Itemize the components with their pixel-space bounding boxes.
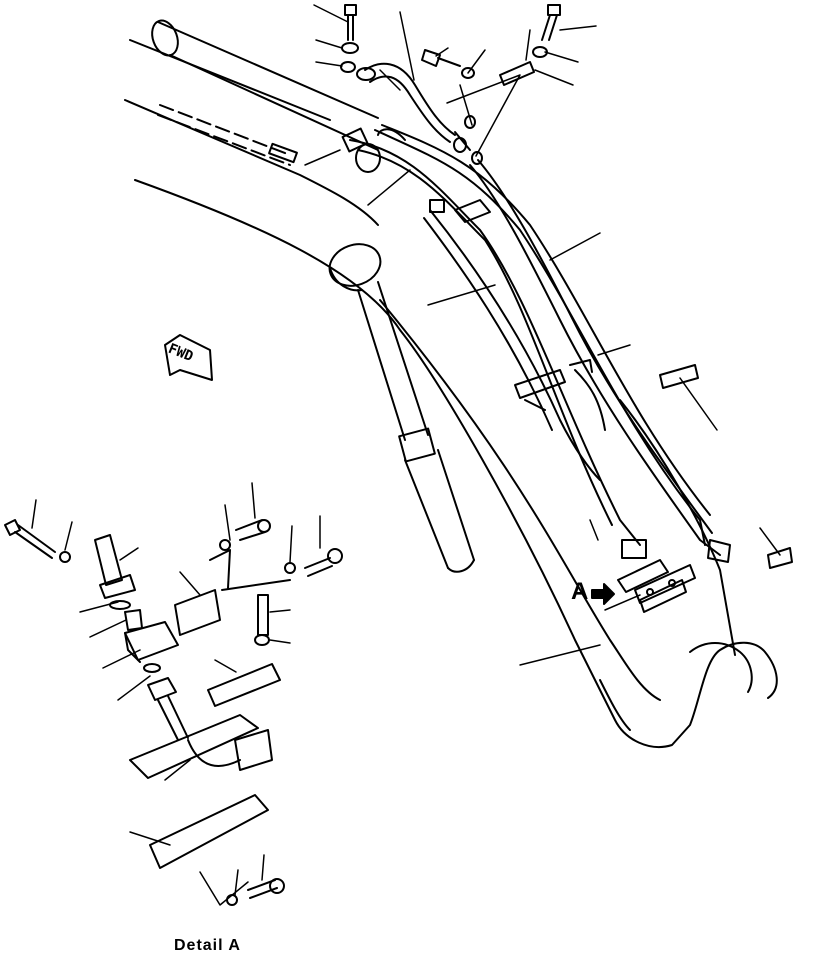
top-hardware [340,4,561,165]
fwd-arrow [164,334,213,381]
detail-leader-lines [31,482,321,906]
line-clamps [268,127,793,593]
upper-hose-fitting [356,62,471,151]
boom-outline [124,39,778,748]
detail-a-location [634,564,696,613]
arm-cylinder [151,19,379,166]
detail-caption: Detail A [174,937,241,954]
detail-a-exploded-view [4,519,343,906]
view-marker-a: A [571,578,589,605]
boom-cylinder [328,243,475,573]
view-arrow [591,583,615,605]
hydraulic-lines [349,124,721,556]
leader-lines [304,4,781,666]
